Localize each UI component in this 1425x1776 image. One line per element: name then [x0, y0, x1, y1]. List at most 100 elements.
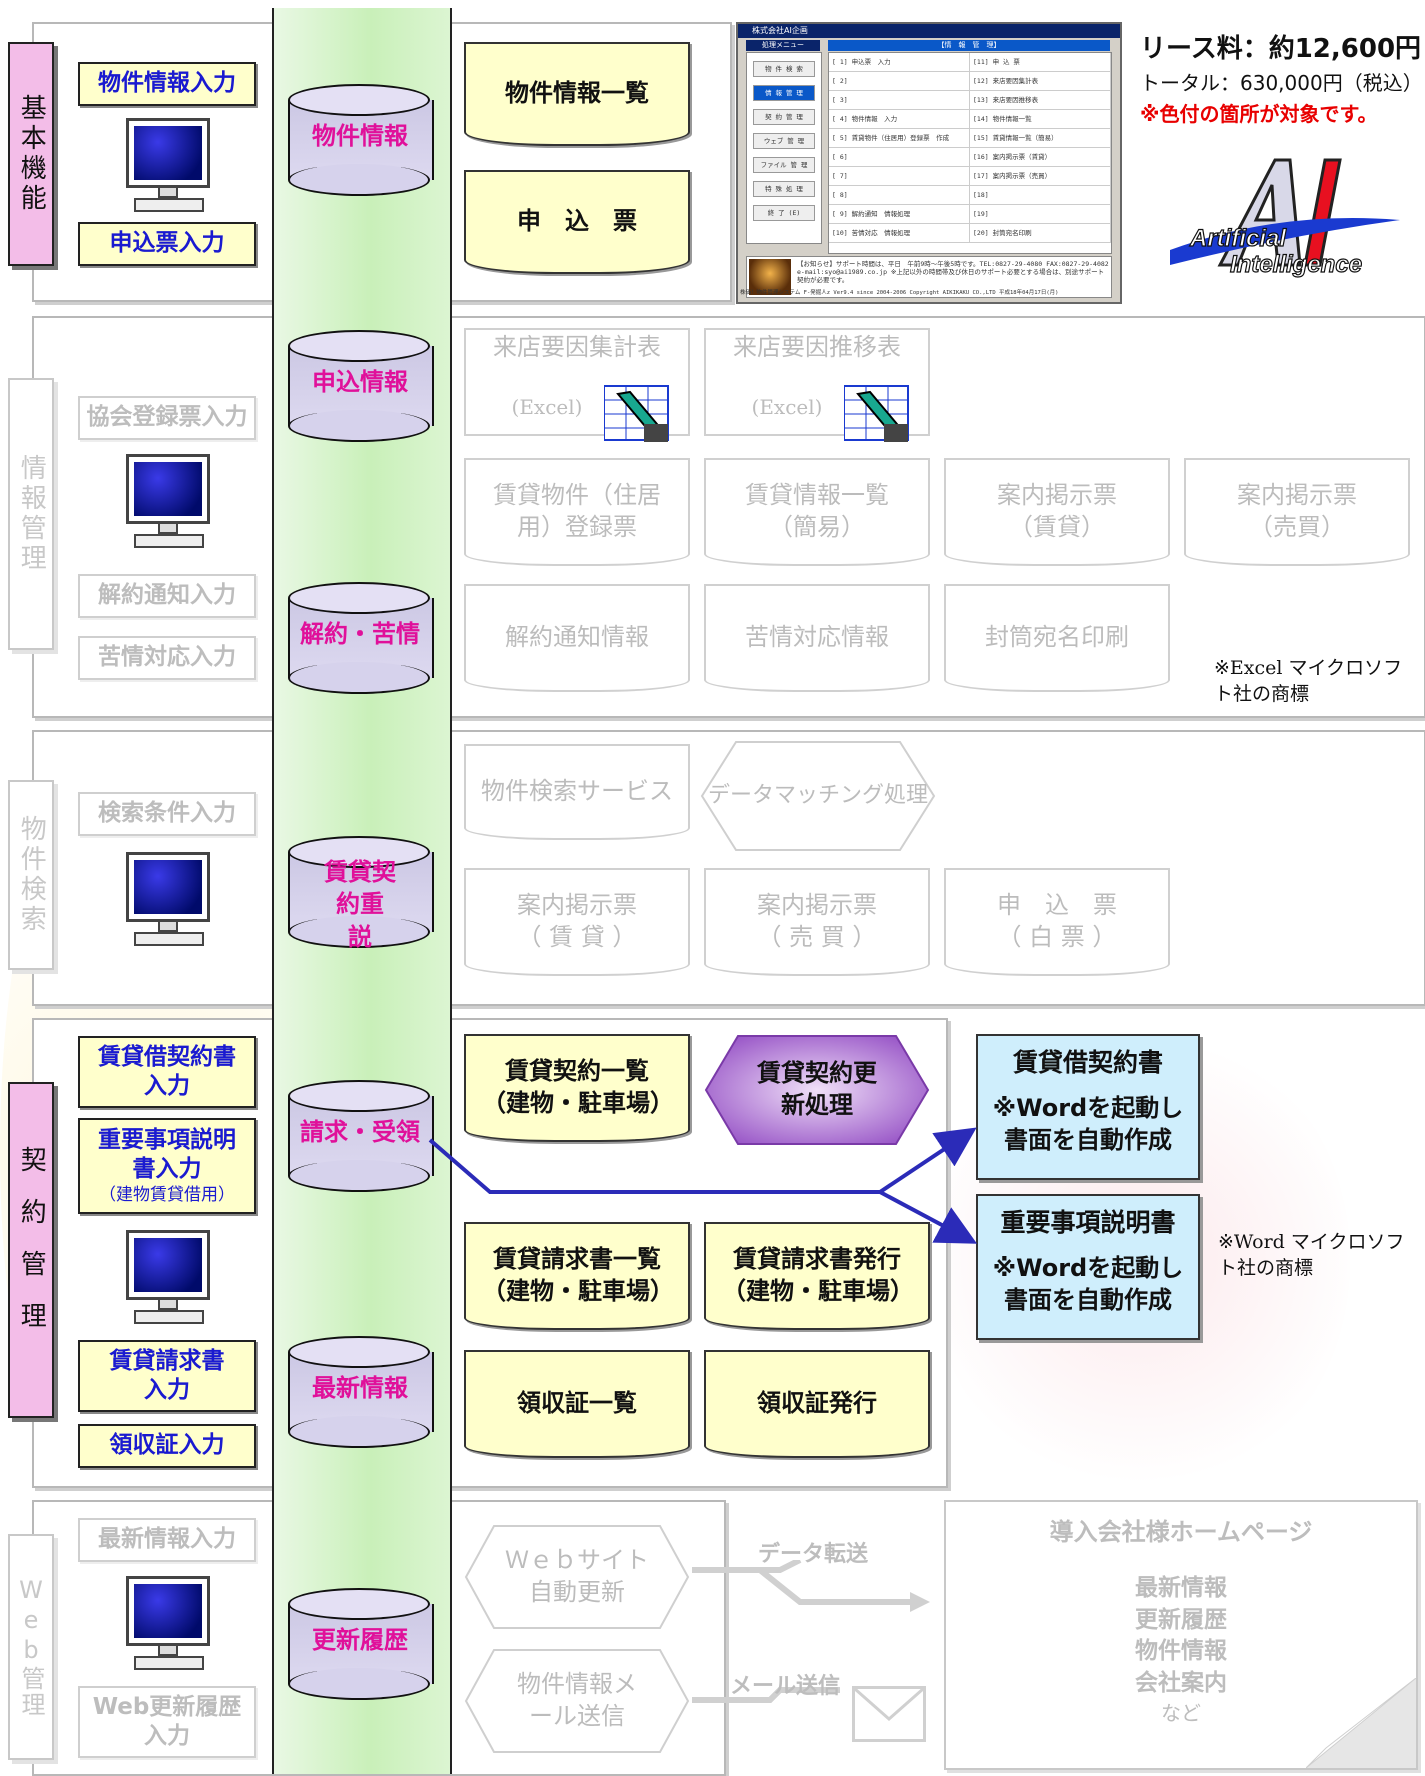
menu-item[interactable]: 特 殊 処 理: [753, 181, 815, 197]
grid-cell[interactable]: [ 6]: [829, 148, 970, 166]
process-mail-send[interactable]: 物件情報メール送信: [464, 1648, 690, 1754]
seikyu-input-button[interactable]: 賃貸請求書入力: [78, 1340, 256, 1412]
doc-ryoushu-hakkou[interactable]: 領収証発行: [704, 1350, 930, 1458]
grid-cell[interactable]: [11] 申 込 票: [970, 53, 1111, 71]
envelope-icon: [852, 1686, 926, 1742]
doc-kaiyaku-info[interactable]: 解約通知情報: [464, 584, 690, 692]
flow-arrows: [428, 1127, 978, 1244]
menu-item[interactable]: 終 了 (E): [753, 205, 815, 221]
database-keiyaku: 賃貸契約重 説: [288, 836, 434, 951]
monitor-icon: [120, 1574, 220, 1679]
function-grid: [ 1] 申込票 入力[11] 申 込 票 [ 2][12] 来店要因集計表 […: [828, 52, 1112, 254]
grid-cell[interactable]: [15] 賃貸情報一覧（簡易）: [970, 129, 1111, 147]
kujou-input-button[interactable]: 苦情対応入力: [78, 636, 256, 680]
homepage-list: 最新情報 更新履歴 物件情報 会社案内 など: [946, 1573, 1416, 1728]
process-web-auto[interactable]: Ｗｅｂサイト自動更新: [464, 1524, 690, 1630]
doc-chintai-touroku[interactable]: 賃貸物件（住居用）登録票: [464, 458, 690, 566]
database-kaiyaku: 解約・苦情: [288, 582, 434, 694]
doc-chintaishaku[interactable]: 賃貸借契約書 ※Wordを起動し書面を自動作成: [976, 1034, 1200, 1180]
grid-cell[interactable]: [19]: [970, 205, 1111, 223]
doc-seikyu-hakkou[interactable]: 賃貸請求書発行（建物・駐車場）: [704, 1222, 930, 1330]
database-moushikomi: 申込情報: [288, 330, 434, 442]
keiyakusho-input-button[interactable]: 賃貸借契約書入力: [78, 1036, 256, 1108]
kaiyaku-input-button[interactable]: 解約通知入力: [78, 574, 256, 618]
process-keiyaku-koushin[interactable]: 賃貸契約更新処理: [704, 1034, 930, 1146]
lease-price: リース料：約12,600円: [1140, 34, 1422, 64]
process-matching[interactable]: データマッチング処理: [700, 740, 936, 852]
juyou-setsumei-note: ※Wordを起動し書面を自動作成: [992, 1254, 1184, 1315]
menu-item[interactable]: 物 件 検 索: [753, 61, 815, 77]
menu-item[interactable]: ファイル 管 理: [753, 157, 815, 173]
ryoushu-input-button[interactable]: 領収証入力: [78, 1424, 256, 1468]
excel-icon: [843, 382, 910, 444]
pricing-block: リース料：約12,600円 トータル：630,000円（税込） ※色付の箇所が対…: [1140, 28, 1425, 127]
grid-cell[interactable]: [12] 来店要因集計表: [970, 72, 1111, 90]
doc-annai-baibai-2[interactable]: 案内掲示票（ 売 買 ）: [704, 868, 930, 976]
juyou-input-sub: （建物賃貸借用）: [99, 1184, 235, 1205]
kensaku-input-button[interactable]: 検索条件入力: [78, 792, 256, 836]
category-keiyaku: 契約管理: [8, 1082, 54, 1418]
homepage-etc: など: [1161, 1700, 1201, 1725]
doc-bukken-list[interactable]: 物件情報一覧: [464, 42, 690, 146]
homepage-item: 最新情報: [1135, 1575, 1227, 1601]
doc-juyou-setsumei[interactable]: 重要事項説明書 ※Wordを起動し書面を自動作成: [976, 1194, 1200, 1340]
menu-item[interactable]: ウェブ 管 理: [753, 133, 815, 149]
monitor-icon: [120, 850, 220, 955]
grid-cell[interactable]: [17] 案内掲示票（売買）: [970, 167, 1111, 185]
ai-logo: Artificial Intelligence: [1150, 140, 1410, 300]
menu-list: 物 件 検 索 情 報 管 理 契 約 管 理 ウェブ 管 理 ファイル 管 理…: [746, 52, 822, 244]
database-seikyu: 請求・受領: [288, 1080, 434, 1192]
total-price: トータル：630,000円（税込）: [1140, 71, 1423, 95]
doc-annai-chintai-2[interactable]: 案内掲示票（ 賃 貸 ）: [464, 868, 690, 976]
monitor-icon: [120, 452, 220, 557]
grid-cell[interactable]: [ 8]: [829, 186, 970, 204]
grid-cell[interactable]: [ 3]: [829, 91, 970, 109]
category-web: Web管理: [8, 1534, 54, 1760]
database-bukken: 物件情報: [288, 84, 434, 196]
juyou-setsumei-title: 重要事項説明書: [1000, 1208, 1176, 1237]
database-saishin: 最新情報: [288, 1336, 434, 1448]
grid-cell[interactable]: [13] 来店要因推移表: [970, 91, 1111, 109]
kyoukai-input-button[interactable]: 協会登録票入力: [78, 396, 256, 440]
grid-cell[interactable]: [10] 苦情対応 情報処理: [829, 224, 970, 242]
grid-cell[interactable]: [18]: [970, 186, 1111, 204]
bukken-input-button[interactable]: 物件情報入力: [78, 62, 256, 106]
doc-moushikomi-shiro[interactable]: 申 込 票（ 白 票 ）: [944, 868, 1170, 976]
moushikomi-input-button[interactable]: 申込票入力: [78, 222, 256, 266]
doc-chintai-ichiran[interactable]: 賃貸情報一覧（簡易）: [704, 458, 930, 566]
doc-keiyaku-ichiran[interactable]: 賃貸契約一覧（建物・駐車場）: [464, 1034, 690, 1142]
menu-item[interactable]: 情 報 管 理: [753, 85, 815, 101]
grid-cell[interactable]: [ 1] 申込票 入力: [829, 53, 970, 71]
grid-cell[interactable]: [ 2]: [829, 72, 970, 90]
grid-cell[interactable]: [20] 封筒宛名印刷: [970, 224, 1111, 242]
menu-item[interactable]: 契 約 管 理: [753, 109, 815, 125]
grid-cell[interactable]: [16] 案内掲示票（賃貸）: [970, 148, 1111, 166]
homepage-item: 物件情報: [1135, 1638, 1227, 1665]
mail-transfer-label: メール送信: [730, 1674, 841, 1699]
grid-cell[interactable]: [14] 物件情報一覧: [970, 110, 1111, 128]
grid-cell[interactable]: [ 9] 解約通知 情報処理: [829, 205, 970, 223]
chintaishaku-title: 賃貸借契約書: [1012, 1048, 1163, 1077]
grid-cell[interactable]: [ 5] 賃貸物件（住居用）登録票 作成: [829, 129, 970, 147]
doc-annai-baibai[interactable]: 案内掲示票（売買）: [1184, 458, 1410, 566]
doc-seikyu-ichiran[interactable]: 賃貸請求書一覧（建物・駐車場）: [464, 1222, 690, 1330]
grid-cell[interactable]: [ 7]: [829, 167, 970, 185]
monitor-icon: [120, 1228, 220, 1333]
monitor-icon: [120, 116, 220, 221]
juyou-input-button[interactable]: 重要事項説明書入力 （建物賃貸借用）: [78, 1118, 256, 1214]
webrireki-input-button[interactable]: Web更新履歴入力: [78, 1686, 256, 1758]
database-rireki: 更新履歴: [288, 1588, 434, 1700]
doc-annai-chintai[interactable]: 案内掲示票（賃貸）: [944, 458, 1170, 566]
doc-bukken-kensaku[interactable]: 物件検索サービス: [464, 744, 690, 840]
raiten-shukei-label: 来店要因集計表: [493, 333, 661, 361]
homepage-box: 導入会社様ホームページ 最新情報 更新履歴 物件情報 会社案内 など: [944, 1500, 1418, 1770]
homepage-item: 更新履歴: [1135, 1606, 1227, 1633]
grid-header: 【情 報 管 理】: [828, 40, 1110, 51]
doc-ryoushu-ichiran[interactable]: 領収証一覧: [464, 1350, 690, 1458]
doc-moushikomi[interactable]: 申 込 票: [464, 170, 690, 274]
doc-fuutou[interactable]: 封筒宛名印刷: [944, 584, 1170, 692]
doc-kujou-info[interactable]: 苦情対応情報: [704, 584, 930, 692]
grid-cell[interactable]: [ 4] 物件情報 入力: [829, 110, 970, 128]
excel-icon: [603, 382, 670, 444]
saishin-input-button[interactable]: 最新情報入力: [78, 1518, 256, 1562]
